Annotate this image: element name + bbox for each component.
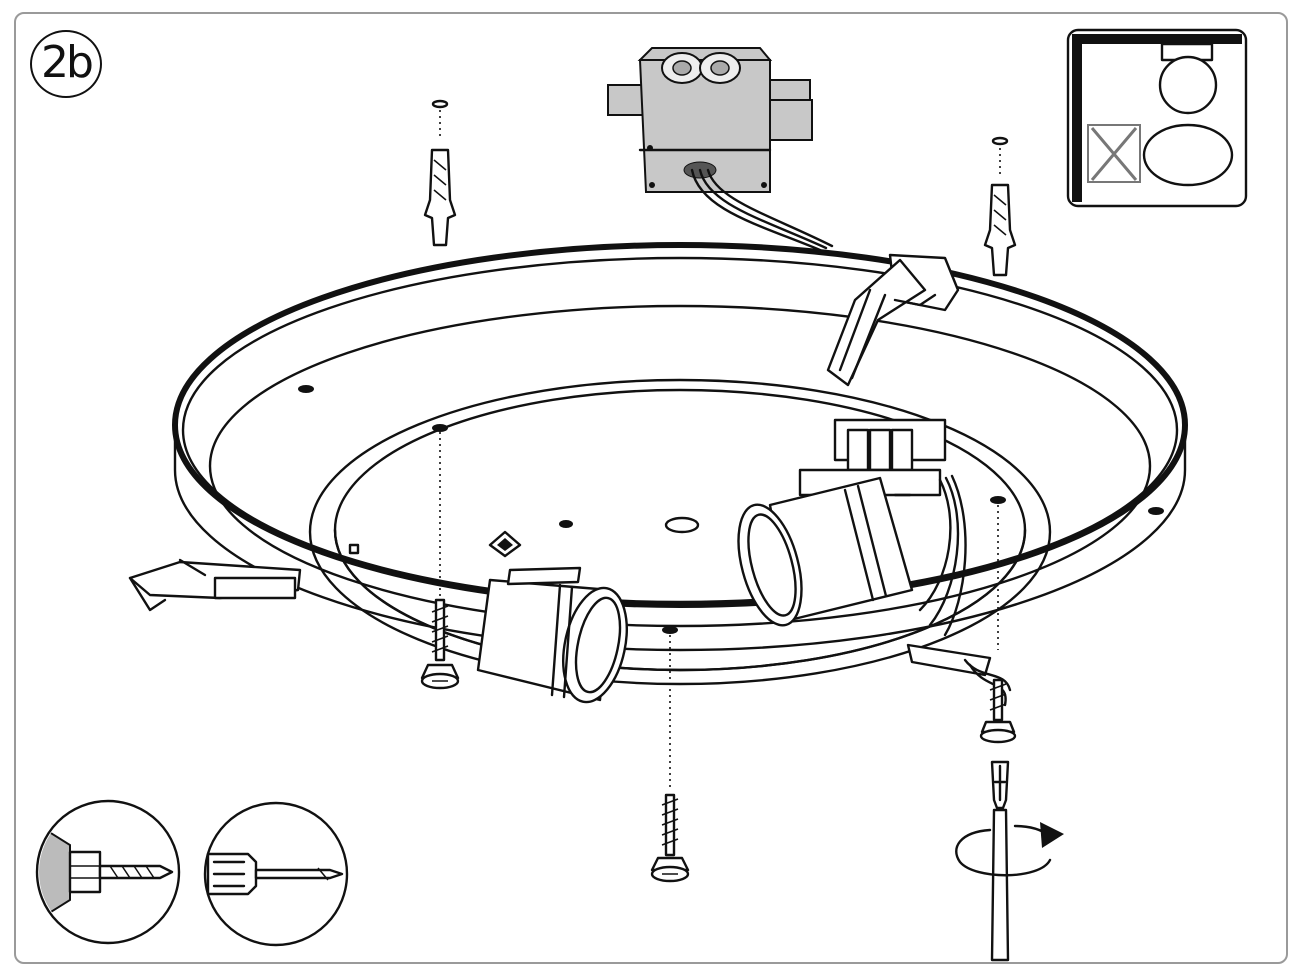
step-badge: 2b (30, 30, 102, 98)
rotate-arrow-icon (955, 822, 1064, 877)
screwdriver (990, 760, 1010, 962)
screw-right (979, 505, 1017, 744)
screw-left (420, 432, 460, 690)
junction-box (607, 47, 813, 193)
spring-clip-top (826, 253, 960, 387)
drill-tool-icon (35, 799, 181, 945)
ceiling-base-plate (172, 242, 1188, 686)
wall-plug-left (423, 99, 457, 247)
screw-center (650, 635, 690, 883)
step-label: 2b (41, 37, 94, 88)
spring-clip-left (128, 558, 302, 612)
screwdriver-tool-icon (203, 801, 349, 947)
lamp-socket-left (476, 566, 628, 704)
supply-cable (690, 168, 834, 252)
wall-plug-right (983, 136, 1017, 277)
bulb-no-bowl-icon (1066, 28, 1248, 208)
lamp-socket-right (737, 476, 914, 627)
